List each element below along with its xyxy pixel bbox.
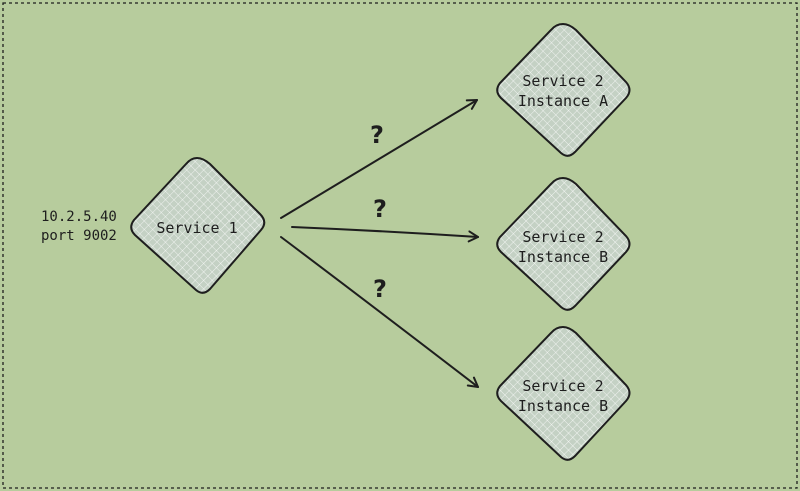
node-label-line1: Service 2 [522,377,603,395]
node-service-2-instance-b-bottom[interactable]: Service 2 Instance B [496,325,631,461]
node-shape [496,22,631,157]
node-label-line1: Service 2 [522,228,603,246]
address-port: port 9002 [41,228,117,244]
arrow-to-instance-a [280,99,478,219]
node-label-line2: Instance A [518,92,608,110]
node-service-2-instance-b-middle[interactable]: Service 2 Instance B [496,176,631,311]
node-service-2-instance-a[interactable]: Service 2 Instance A [496,22,631,157]
edge-label-question-3: ? [373,275,387,303]
node-label-line2: Instance B [518,397,608,415]
node-shape [496,325,631,461]
arrow-to-instance-b-middle [291,226,479,243]
node-label-line2: Instance B [518,248,608,266]
node-label-line1: Service 1 [156,219,237,237]
node-label-line1: Service 2 [522,72,603,90]
address-ip: 10.2.5.40 [41,209,117,225]
arrow-to-instance-b-bottom [280,236,479,388]
edge-label-question-1: ? [370,121,384,149]
node-service-1[interactable]: Service 1 [130,156,266,294]
node-shape [496,176,631,311]
edge-label-question-2: ? [373,195,387,223]
node-shape [130,156,266,294]
